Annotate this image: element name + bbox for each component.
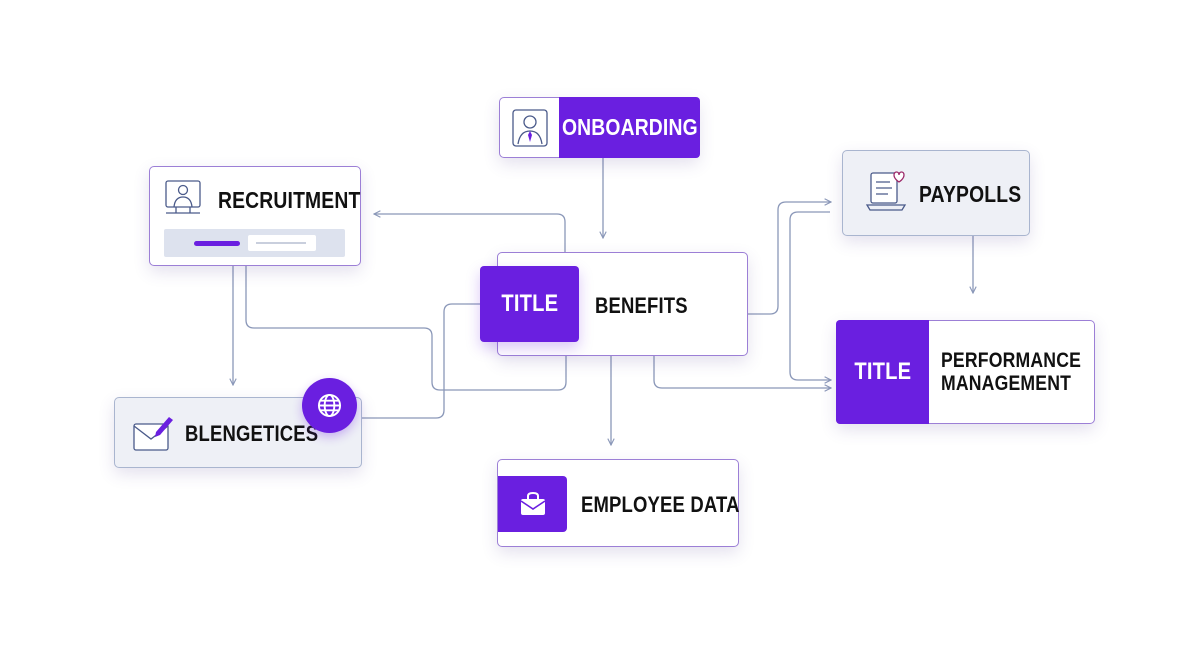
connector-benefits-paypolls: [748, 202, 831, 315]
globe-icon: [317, 393, 342, 418]
recruitment-progress-track: [164, 229, 345, 257]
recruitment-node[interactable]: RECRUITMENT: [149, 166, 361, 266]
performance-label-line1: PERFORMANCE: [941, 349, 1082, 372]
connector-benefits-recruitment: [374, 214, 566, 252]
employee-data-node[interactable]: EMPLOYEE DATA: [497, 459, 739, 547]
connector-paypolls-performance: [789, 211, 831, 380]
performance-title-label: TITLE: [854, 358, 911, 385]
shopping-bag-icon: [520, 491, 545, 515]
performance-management-node[interactable]: TITLE PERFORMANCE MANAGEMENT: [836, 320, 1095, 424]
laptop-with-heart-document-icon: [865, 171, 907, 211]
onboarding-node[interactable]: ONBOARDING: [499, 97, 700, 158]
employee-data-label: EMPLOYEE DATA: [581, 492, 740, 517]
blengetices-label: BLENGETICES: [185, 421, 319, 446]
recruitment-progress-fill: [194, 241, 240, 246]
benefits-title-badge[interactable]: TITLE: [480, 266, 579, 342]
performance-label-line2: MANAGEMENT: [941, 372, 1072, 395]
performance-title-badge: TITLE: [836, 320, 929, 424]
connector-recruitment-benefits-loop: [245, 266, 567, 391]
connector-blengetices-benefits: [362, 303, 480, 419]
onboarding-label: ONBOARDING: [561, 114, 698, 140]
paypolls-label: PAYPOLLS: [919, 181, 1022, 207]
connector-benefits-performance: [653, 356, 831, 388]
recruitment-input-field: [248, 235, 316, 251]
blengetices-globe-badge[interactable]: [302, 378, 357, 433]
benefits-label: BENEFITS: [595, 293, 688, 318]
paypolls-node[interactable]: PAYPOLLS: [842, 150, 1030, 236]
onboarding-label-block: ONBOARDING: [559, 97, 700, 158]
recruitment-label: RECRUITMENT: [218, 187, 361, 213]
benefits-title-label: TITLE: [501, 290, 558, 317]
presenter-at-monitor-icon: [165, 180, 201, 214]
employee-data-icon-block: [498, 476, 567, 532]
envelope-pen-icon: [133, 417, 173, 451]
person-with-tie-icon: [512, 109, 548, 147]
